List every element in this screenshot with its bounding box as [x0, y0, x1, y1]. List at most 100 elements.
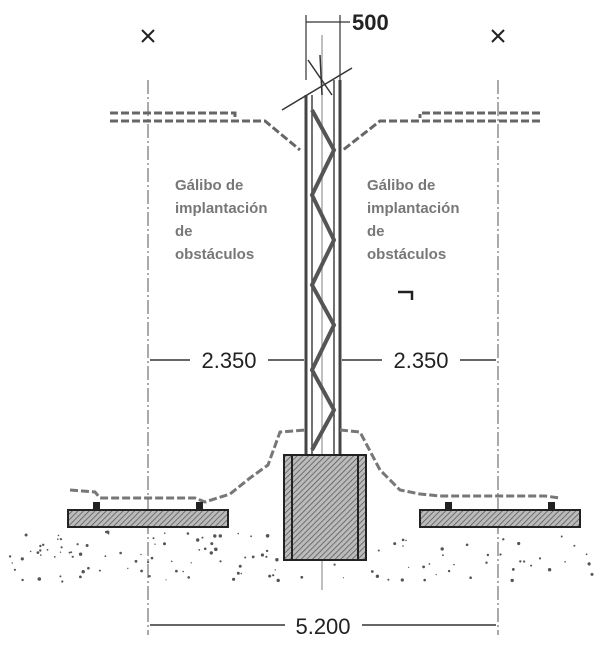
ballast-speck: [435, 574, 437, 576]
total-width-label: 5.200: [295, 614, 350, 639]
ballast-speck: [210, 542, 214, 546]
ballast-speck: [53, 556, 56, 558]
ballast-speck: [13, 568, 16, 571]
ballast-speck: [46, 548, 49, 551]
ballast-speck: [150, 556, 154, 560]
mast-width-dimension: [305, 15, 350, 80]
ballast-speck: [140, 553, 142, 556]
ballast-speck: [127, 567, 129, 570]
mast-foundation: [283, 454, 367, 561]
mast-width-label: 500: [352, 10, 389, 35]
ballast-speck: [60, 546, 63, 549]
ballast-speck: [275, 558, 279, 562]
ballast-speck: [251, 555, 255, 559]
ballast-speck: [573, 544, 576, 547]
ballast-speck: [134, 559, 138, 563]
ballast-speck: [214, 547, 218, 552]
ballast-speck: [59, 551, 62, 553]
ballast-speck: [78, 552, 83, 556]
ballast-speck: [81, 570, 85, 574]
ballast-speck: [182, 570, 184, 573]
ballast-speck: [59, 538, 63, 541]
ballast-speck: [24, 533, 28, 537]
ballast-speck: [152, 537, 155, 540]
ballast-speck: [333, 563, 336, 566]
label-line: Gálibo de: [175, 177, 243, 194]
ballast-speck: [585, 553, 588, 556]
label-line: implantación: [175, 200, 268, 217]
ballast-speck: [98, 569, 101, 572]
ballast-speck: [70, 551, 73, 554]
ballast-speck: [39, 544, 42, 548]
ballast-speck: [71, 555, 74, 558]
ballast-speck: [40, 554, 42, 556]
right-x-marker: [491, 29, 505, 43]
ballast-speck: [232, 577, 236, 581]
ballast-speck: [260, 553, 264, 557]
ballast-speck: [590, 572, 594, 576]
ballast-speck: [377, 549, 380, 552]
ballast-speck: [499, 553, 502, 556]
ballast-speck: [530, 564, 533, 567]
ballast-speck: [42, 543, 45, 546]
ballast-speck: [447, 569, 451, 573]
ballast-speck: [29, 550, 32, 553]
ballast-speck: [238, 564, 242, 568]
ballast-speck: [276, 578, 280, 583]
ballast-speck: [244, 556, 247, 559]
ballast-speck: [148, 575, 151, 578]
ballast-speck: [428, 563, 431, 565]
label-line: obstáculos: [367, 246, 446, 263]
ballast-speck: [387, 578, 390, 581]
ballast-speck: [375, 574, 380, 578]
signal-symbol: [398, 290, 414, 300]
label-line: Gálibo de: [367, 177, 435, 194]
ballast-speck: [402, 545, 404, 547]
ballast-speck: [104, 555, 107, 558]
ballast-speck: [517, 541, 521, 546]
ballast-speck: [538, 557, 542, 560]
ballast-speck: [560, 535, 563, 538]
ballast-speck: [198, 549, 201, 551]
ballast-speck: [442, 554, 444, 557]
ballast-speck: [87, 566, 90, 570]
ballast-speck: [61, 580, 64, 583]
ballast-speck: [300, 575, 304, 579]
left-clearance-dimension: 2.350: [201, 348, 256, 373]
label-line: de: [367, 223, 385, 240]
ballast-speck: [8, 555, 12, 558]
ballast-speck: [39, 549, 42, 552]
ballast-speck: [519, 560, 522, 563]
ballast-speck: [440, 547, 444, 551]
ballast-speck: [201, 536, 204, 539]
ballast-speck: [408, 566, 410, 569]
ballast-speck: [187, 576, 190, 579]
ballast-speck: [250, 535, 253, 538]
ballast-speck: [119, 551, 122, 555]
ballast-speck: [209, 551, 213, 555]
ballast-speck: [510, 578, 514, 583]
ballast-speck: [219, 560, 222, 563]
ballast-speck: [465, 543, 469, 547]
right-sleeper: [419, 509, 581, 528]
ballast-speck: [57, 534, 60, 537]
ballast-speck: [163, 542, 166, 546]
ballast-speck: [203, 547, 207, 551]
ballast-speck: [190, 562, 192, 564]
ballast-speck: [186, 532, 190, 535]
ballast-speck: [165, 579, 167, 581]
ballast-speck: [11, 562, 13, 564]
ballast-speck: [79, 575, 82, 579]
left-x-marker: [141, 29, 155, 43]
ballast-speck: [140, 569, 144, 573]
right-clearance-dimension: 2.350: [393, 348, 448, 373]
ballast-speck: [453, 563, 455, 566]
ballast-speck: [163, 532, 166, 534]
ballast-speck: [342, 577, 345, 579]
ballast-speck: [401, 538, 405, 542]
ballast-speck: [59, 575, 62, 578]
lattice-mast: [281, 54, 353, 455]
ballast-speck: [469, 576, 472, 579]
